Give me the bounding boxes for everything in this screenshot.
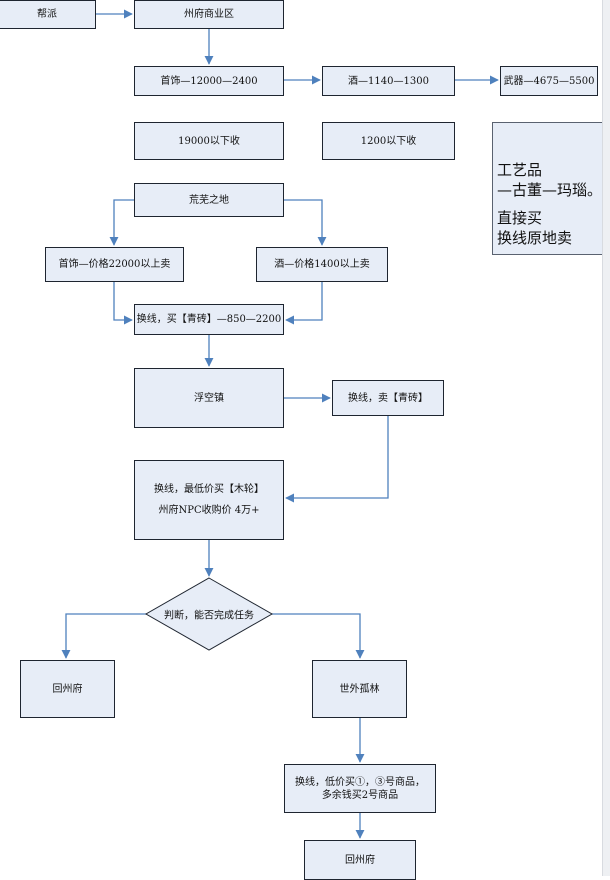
- connector-huangwu-to-jiu-sell: [284, 199, 327, 246]
- decision-label: 判断，能否完成任务: [164, 610, 254, 622]
- node-final-buy: 换线，低价买①，③号商品， 多余钱买2号商品: [284, 764, 436, 813]
- node-huizhou-2: 回州府: [304, 840, 416, 880]
- node-buy-qingzhuan: 换线，买【青砖】—850—2200: [134, 304, 284, 335]
- node-shoushi-sell-label: 首饰—价格22000以上卖: [58, 259, 171, 270]
- node-shoushi-buy-label: 19000以下收: [178, 135, 240, 147]
- node-wuqi-range: 武器—4675—5500: [500, 66, 598, 96]
- node-huizhou-1-label: 回州府: [52, 683, 83, 695]
- node-huangwu: 荒芜之地: [134, 183, 284, 217]
- node-jiu-sell-label: 酒—价格1400以上卖: [274, 259, 370, 270]
- node-jiu-range-label: 酒—1140—1300: [348, 75, 429, 87]
- node-buy-mulun-line1: 换线，最低价买【木轮】: [154, 484, 264, 495]
- note-line-gongyipin: 工艺品: [497, 161, 543, 179]
- node-shoushi-range-label: 首饰—12000—2400: [160, 75, 258, 87]
- connector-huangwu-to-shoushi-sell: [109, 199, 134, 246]
- node-final-buy-line2: 多余钱买2号商品: [321, 789, 399, 801]
- connector-shoushi-sell-to-buy-qingzhuan: [113, 282, 133, 325]
- node-jiu-range: 酒—1140—1300: [322, 66, 455, 96]
- note-line-gudong-manao: —古董—玛瑙。: [497, 180, 603, 199]
- note-line-zhijie-mai: 直接买: [497, 209, 543, 227]
- node-zhoufu-shangye: 州府商业区: [134, 0, 284, 29]
- connector-decision-to-shiwai: [270, 613, 365, 659]
- node-wuqi-range-label: 武器—4675—5500: [503, 75, 595, 87]
- node-jiu-buy: 1200以下收: [322, 122, 455, 160]
- node-shiwai-label: 世外孤林: [339, 683, 380, 695]
- node-fukong-label: 浮空镇: [194, 392, 224, 404]
- node-bangpai: 帮派: [0, 0, 96, 29]
- connector-decision-to-huizhou: [61, 613, 148, 659]
- node-sell-qingzhuan: 换线，卖【青砖】: [332, 380, 444, 416]
- node-jiu-sell: 酒—价格1400以上卖: [256, 247, 388, 282]
- node-buy-mulun: 换线，最低价买【木轮】 州府NPC收购价 4万+: [134, 460, 284, 540]
- node-huangwu-label: 荒芜之地: [189, 194, 229, 206]
- node-sell-qingzhuan-label: 换线，卖【青砖】: [348, 392, 428, 404]
- connector-sell-qingzhuan-to-buy-mulun: [285, 416, 389, 503]
- node-buy-qingzhuan-label: 换线，买【青砖】—850—2200: [136, 314, 282, 325]
- node-buy-mulun-line2: 州府NPC收购价 4万+: [158, 505, 260, 516]
- node-shoushi-sell: 首饰—价格22000以上卖: [45, 247, 184, 282]
- node-final-buy-line1: 换线，低价买①，③号商品，: [295, 776, 425, 788]
- note-line-huanxian-mai: 换线原地卖: [497, 228, 573, 247]
- node-bangpai-label: 帮派: [37, 9, 57, 20]
- node-zhoufu-shangye-label: 州府商业区: [184, 9, 234, 20]
- connector-jiu-sell-to-buy-qingzhuan: [285, 282, 323, 325]
- node-shiwai: 世外孤林: [312, 660, 407, 718]
- decision-diamond: [144, 577, 274, 651]
- node-shoushi-range: 首饰—12000—2400: [134, 66, 284, 96]
- note-gongyipin: 工艺品 —古董—玛瑙。 直接买 换线原地卖: [492, 122, 604, 255]
- node-jiu-buy-label: 1200以下收: [360, 135, 417, 147]
- node-huizhou-2-label: 回州府: [345, 854, 375, 866]
- node-shoushi-buy: 19000以下收: [134, 122, 284, 160]
- right-edge-strip: [602, 0, 610, 876]
- node-huizhou-1: 回州府: [20, 660, 115, 718]
- node-fukong: 浮空镇: [134, 368, 284, 428]
